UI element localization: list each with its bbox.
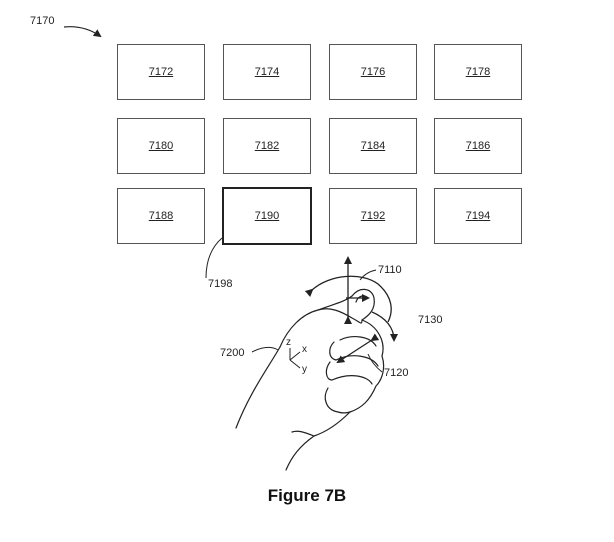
tile-label: 7194 (465, 210, 491, 222)
tile-label: 7180 (148, 140, 174, 152)
tile-label: 7190 (254, 210, 280, 222)
leader-line-7110 (359, 269, 377, 281)
tile-7186[interactable]: 7186 (434, 118, 522, 174)
figure-ref-arrow (63, 26, 102, 38)
tile-7194[interactable]: 7194 (434, 188, 522, 244)
axis-y-label: y (302, 364, 307, 375)
hand-reference-label: 7200 (220, 347, 245, 359)
selection-leader-line (205, 237, 223, 279)
tile-7184[interactable]: 7184 (329, 118, 417, 174)
axis-z-label: z (286, 337, 291, 348)
coordinate-axes-icon (289, 348, 301, 369)
tile-label: 7178 (465, 66, 491, 78)
tile-7174[interactable]: 7174 (223, 44, 311, 100)
figure-reference-label: 7170 (30, 15, 55, 27)
leader-line-7200 (251, 346, 279, 353)
diagonal-arrow-reference-label: 7120 (384, 367, 409, 379)
vertical-arrow-reference-label: 7110 (378, 264, 402, 276)
axis-x-label: x (302, 344, 307, 355)
rotation-arrow (371, 311, 398, 342)
tile-label: 7182 (254, 140, 280, 152)
tile-label: 7186 (465, 140, 491, 152)
tile-label: 7188 (148, 210, 174, 222)
tile-label: 7184 (360, 140, 386, 152)
tile-label: 7176 (360, 66, 386, 78)
rotation-arrow-reference-label: 7130 (418, 314, 443, 326)
tile-7176[interactable]: 7176 (329, 44, 417, 100)
arc-motion-arrow (304, 275, 392, 323)
selection-reference-label: 7198 (208, 278, 233, 290)
tile-7180[interactable]: 7180 (117, 118, 205, 174)
tile-label: 7172 (148, 66, 174, 78)
hand-icon (235, 288, 385, 471)
tile-label: 7192 (360, 210, 386, 222)
diagonal-motion-arrow (336, 333, 380, 364)
leader-line-7120 (367, 353, 383, 373)
tile-7188[interactable]: 7188 (117, 188, 205, 244)
tile-label: 7174 (254, 66, 280, 78)
tile-7182[interactable]: 7182 (223, 118, 311, 174)
tile-7172[interactable]: 7172 (117, 44, 205, 100)
tile-7190-selected[interactable]: 7190 (222, 187, 312, 245)
tile-7192[interactable]: 7192 (329, 188, 417, 244)
figure-caption: Figure 7B (267, 486, 347, 505)
tile-7178[interactable]: 7178 (434, 44, 522, 100)
